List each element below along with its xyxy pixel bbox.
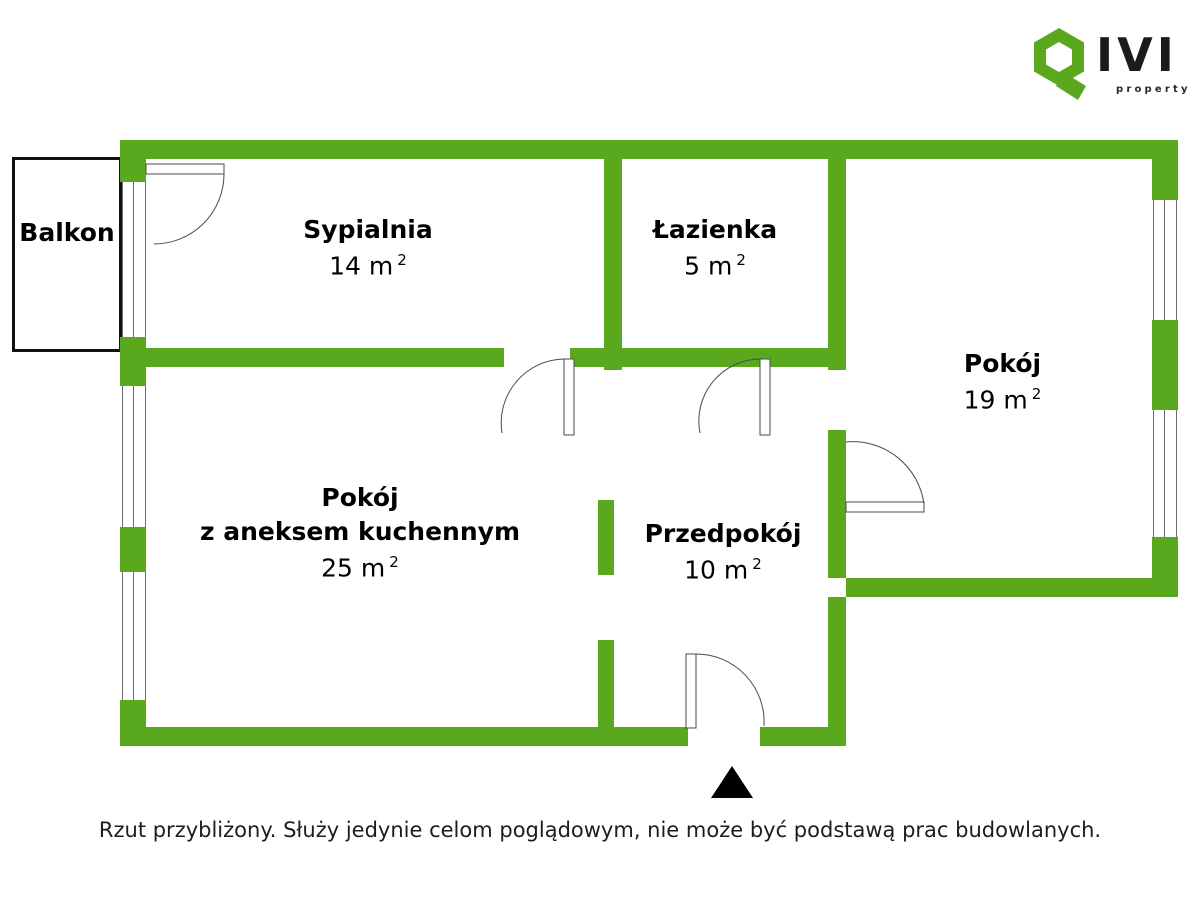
door-entrance: [685, 653, 765, 729]
window-left-bottom-mid: [133, 572, 134, 700]
wall-interior-stub-center: [570, 348, 622, 367]
wall-interior-hall-pokoj19: [828, 430, 846, 578]
brand-wordmark: IVI: [1096, 28, 1178, 82]
window-right-upper-mid: [1164, 200, 1165, 320]
wall-exterior-right-seg-mid: [1152, 320, 1178, 410]
wall-interior-hall-right-lower: [828, 597, 846, 727]
room-name: Łazienka: [652, 215, 778, 244]
window-left-bottom-inner: [145, 572, 146, 700]
room-name: Sypialnia: [303, 215, 433, 244]
q-hexagon-logo-icon: [1034, 28, 1086, 100]
wall-exterior-top: [120, 140, 1178, 159]
brand-tagline: property: [1116, 84, 1191, 95]
window-right-upper-outer: [1176, 200, 1177, 320]
window-right-lower-outer: [1176, 410, 1177, 537]
door-balcony: [145, 163, 225, 245]
balcony-label: Balkon: [19, 218, 115, 247]
window-right-upper-inner: [1153, 200, 1154, 320]
wall-interior-sypialnia-south: [146, 348, 504, 367]
window-right-lower-inner: [1153, 410, 1154, 537]
entrance-triangle-icon: [711, 766, 753, 798]
window-left-upper-inner: [145, 182, 146, 337]
window-left-lower-outer: [122, 386, 123, 527]
wall-exterior-left-seg-mid1: [120, 337, 146, 386]
wall-exterior-bottom-right: [760, 727, 846, 746]
window-left-lower-mid: [133, 386, 134, 527]
window-left-lower-inner: [145, 386, 146, 527]
wall-exterior-left-seg-top: [120, 140, 146, 182]
door-pokoj19: [845, 441, 925, 513]
wall-exterior-bottom-left: [120, 727, 688, 746]
wall-pokoj19-bottom: [846, 578, 1178, 597]
wall-interior-passage-stub-lower: [598, 640, 614, 727]
room-name: Pokój: [963, 349, 1042, 378]
room-name-line2: z aneksem kuchennym: [199, 517, 521, 546]
window-right-lower-mid: [1164, 410, 1165, 537]
wall-interior-lazienka-south-right: [764, 348, 846, 367]
wall-exterior-left-seg-mid2: [120, 527, 146, 572]
window-left-upper-outer: [122, 182, 123, 337]
window-left-upper-mid: [133, 182, 134, 337]
door-sypialnia: [500, 358, 575, 436]
wall-interior-lazienka-pokoj19: [828, 140, 846, 370]
disclaimer-text: Rzut przybliżony. Służy jedynie celom po…: [98, 818, 1102, 842]
wall-interior-passage-stub-upper: [598, 500, 614, 575]
door-lazienka: [698, 358, 771, 436]
room-name: Przedpokój: [644, 519, 802, 548]
wall-exterior-right-seg-top: [1152, 140, 1178, 200]
room-name: Pokój: [321, 483, 399, 512]
balcony-outline: [12, 157, 122, 352]
window-left-bottom-outer: [122, 572, 123, 700]
brand-logo: IVI property: [1030, 26, 1188, 106]
wall-interior-lazienka-south: [622, 348, 764, 367]
wall-interior-sypialnia-lazienka: [604, 140, 622, 370]
